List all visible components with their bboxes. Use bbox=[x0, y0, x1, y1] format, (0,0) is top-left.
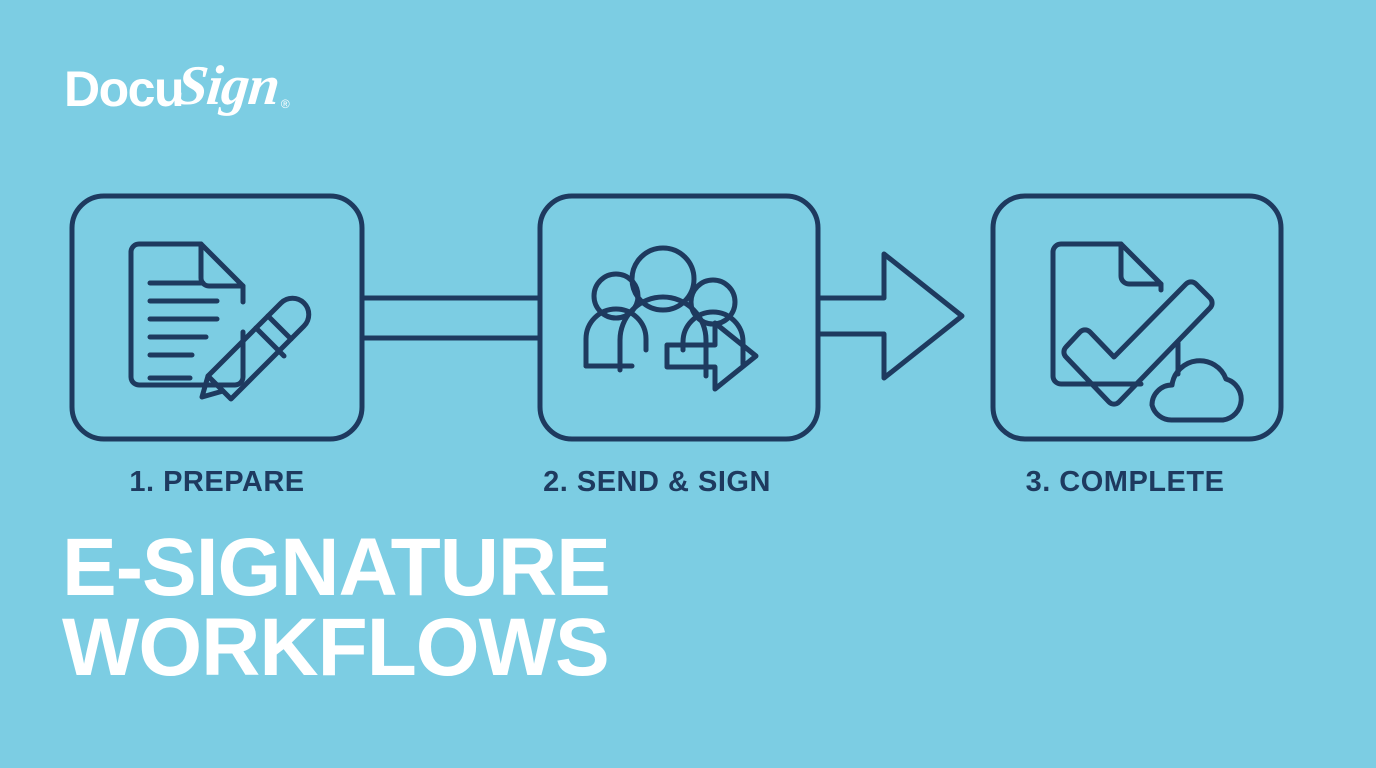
registered-trademark-icon: ® bbox=[280, 97, 290, 111]
step-2-label: 2. SEND & SIGN bbox=[543, 466, 771, 498]
docusign-logo: Docu Sign ® bbox=[64, 52, 290, 117]
document-checkmark-cloud-icon bbox=[1050, 241, 1244, 423]
people-group-with-arrow-icon bbox=[583, 245, 759, 392]
step-1-card[interactable] bbox=[69, 193, 365, 442]
headline-line-2: WORKFLOWS bbox=[62, 602, 610, 694]
step-3-card[interactable] bbox=[990, 193, 1284, 442]
step-1-label: 1. PREPARE bbox=[129, 466, 305, 498]
step-1-box-outline bbox=[69, 193, 365, 442]
headline-line-1: E-SIGNATURE bbox=[62, 522, 611, 613]
step-2-box-outline bbox=[537, 193, 821, 442]
logo-text-docu: Docu bbox=[64, 61, 185, 117]
document-with-pencil-icon bbox=[128, 241, 312, 402]
logo-text-sign: Sign bbox=[173, 55, 283, 117]
bar-connector-1-to-2 bbox=[359, 295, 543, 341]
page-title: E-SIGNATURE WORKFLOWS bbox=[62, 522, 611, 694]
step-3-box-outline bbox=[990, 193, 1284, 442]
step-2-card[interactable] bbox=[537, 193, 821, 442]
arrow-connector-2-to-3 bbox=[815, 251, 965, 381]
step-3-label: 3. COMPLETE bbox=[1025, 466, 1225, 498]
workflow-diagram bbox=[69, 193, 1284, 442]
